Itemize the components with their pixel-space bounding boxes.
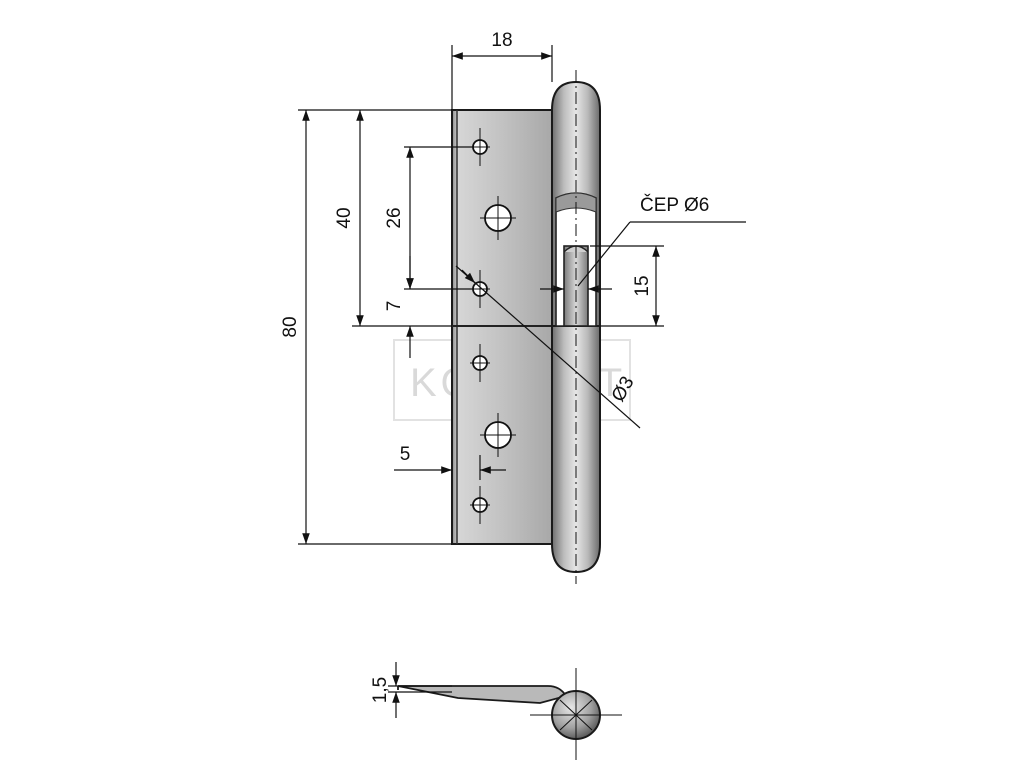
dimension-height-overall-label: 80 xyxy=(280,316,301,337)
dimension-width-top-label: 18 xyxy=(491,30,512,51)
callout-pin-diameter: ČEP Ø6 xyxy=(540,194,746,293)
dimension-pin-length: 15 xyxy=(590,245,664,327)
dimension-thickness: 1,5 xyxy=(370,662,452,718)
dimension-pin-length-label: 15 xyxy=(632,275,653,296)
hinge-leaf xyxy=(451,109,553,545)
dimension-hole-spacing-label: 26 xyxy=(384,207,405,228)
hinge-end-view xyxy=(397,668,622,760)
dimension-height-half-label: 40 xyxy=(334,207,355,228)
dimension-thickness-label: 1,5 xyxy=(370,677,391,703)
dimension-height-half: 40 xyxy=(334,110,452,327)
dimension-height-overall: 80 xyxy=(280,109,452,545)
dimension-hole-edge-label: 5 xyxy=(400,444,411,465)
hole-center-marks xyxy=(470,128,516,524)
dimension-hole-edge: 5 xyxy=(394,444,506,480)
callout-pin-diameter-label: ČEP Ø6 xyxy=(640,194,709,216)
dimension-hole-offset: 7 xyxy=(384,256,414,358)
dimension-hole-offset-label: 7 xyxy=(384,301,405,312)
dimension-width-top: 18 xyxy=(451,30,553,110)
